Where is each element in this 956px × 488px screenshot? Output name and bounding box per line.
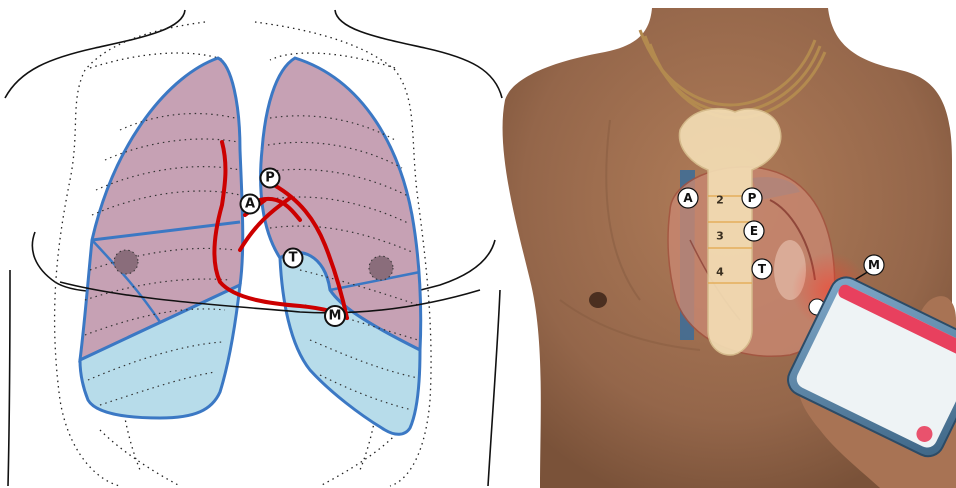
pulmonic-landmark: P xyxy=(261,169,280,188)
mitral-label: M xyxy=(329,309,342,324)
photo-tricuspid-label: T xyxy=(758,262,767,276)
mitral-landmark: M xyxy=(325,306,345,326)
photo-erbs-point-label: E xyxy=(750,224,758,238)
tricuspid-landmark: T xyxy=(284,249,303,268)
photo-aortic-landmark: A xyxy=(678,188,698,208)
rib-number-3: 3 xyxy=(716,230,724,243)
photo-erbs-point-landmark: E xyxy=(744,221,764,241)
aortic-landmark: A xyxy=(241,195,260,214)
photo-pulmonic-landmark: P xyxy=(742,188,762,208)
photo-aortic-label: A xyxy=(683,191,693,205)
left-panel-illustration: A P T M xyxy=(5,10,502,486)
left-lung xyxy=(261,58,421,434)
rib-number-2: 2 xyxy=(716,194,724,207)
photo-mitral-label: M xyxy=(868,258,880,272)
aortic-label: A xyxy=(245,197,255,212)
pulmonic-label: P xyxy=(265,171,275,186)
tricuspid-label: T xyxy=(289,251,298,266)
right-lung xyxy=(80,58,243,418)
right-panel-photo: 2 3 4 A P E T M xyxy=(503,8,956,488)
photo-pulmonic-label: P xyxy=(748,191,757,205)
photo-tricuspid-landmark: T xyxy=(752,259,772,279)
rib-number-4: 4 xyxy=(716,266,724,279)
nipple xyxy=(589,292,607,308)
body-outline xyxy=(5,10,502,486)
